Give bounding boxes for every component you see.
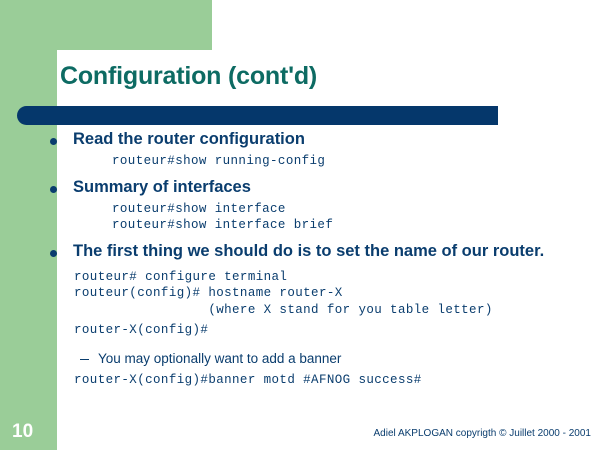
- code-line: routeur#show running-config: [112, 154, 326, 168]
- code-line: routeur# configure terminal: [74, 269, 288, 284]
- bullet-dot-icon: [50, 185, 57, 193]
- page-number: 10: [12, 421, 34, 442]
- code-line: routeur(config)# hostname router-X: [74, 286, 343, 300]
- title-divider-bar: [17, 106, 498, 125]
- copyright-notice: Adiel AKPLOGAN copyrigth © Juillet 2000 …: [373, 428, 592, 439]
- sub-bullet-item: You may optionally want to add a banner: [80, 350, 600, 368]
- bullet-item: Read the router configuration: [50, 130, 600, 149]
- bullet-item: The first thing we should do is to set t…: [50, 242, 600, 261]
- code-line: router-X(config)#: [74, 323, 209, 337]
- bullet-label: Read the router configuration: [73, 130, 305, 148]
- bullet-dot-icon: [50, 138, 57, 145]
- bullet-dot-icon: [50, 249, 57, 257]
- bullet-item: Summary of interfaces: [50, 178, 600, 197]
- code-line: router-X(config)#banner motd #AFNOG succ…: [74, 372, 422, 387]
- dash-bullet-icon: [80, 358, 89, 360]
- code-line: (where X stand for you table letter): [74, 302, 493, 317]
- code-line: routeur#show interface brief: [112, 218, 334, 232]
- slide-body: Read the router configuration routeur#sh…: [50, 130, 600, 388]
- green-header-decoration: [0, 0, 212, 50]
- slide-title: Configuration (cont'd): [60, 62, 318, 90]
- sub-bullet-label: You may optionally want to add a banner: [98, 350, 342, 366]
- bullet-label: Summary of interfaces: [73, 177, 251, 196]
- green-sidebar-decoration: [0, 0, 57, 450]
- bullet-label: The first thing we should do is to set t…: [73, 241, 545, 260]
- code-line: routeur#show interface: [112, 201, 286, 216]
